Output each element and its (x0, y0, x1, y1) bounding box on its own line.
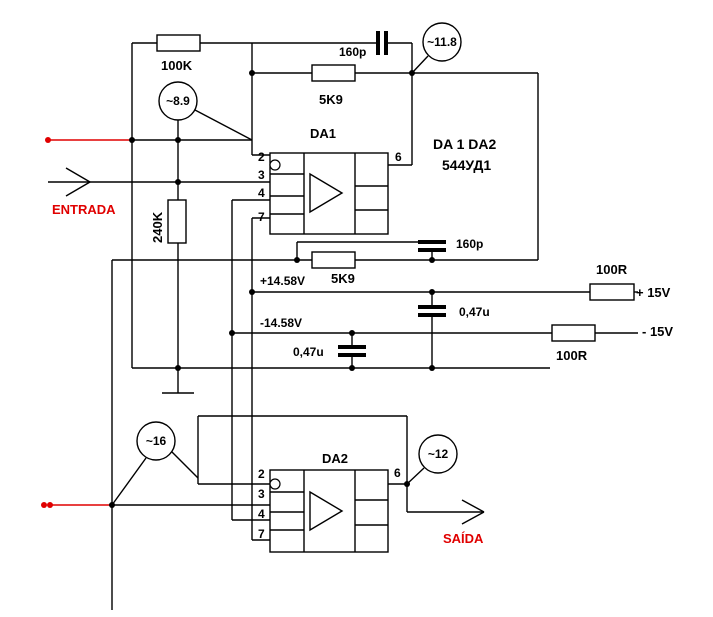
resistor-5k9-top-label: 5K9 (319, 92, 343, 107)
capacitor-160p-lower-label: 160p (456, 237, 483, 251)
junction-dot (349, 330, 355, 336)
ic-heading: DA 1 DA2 (433, 136, 496, 152)
output-arrow (406, 484, 485, 525)
resistor-100k-label: 100K (161, 58, 193, 73)
junction-dot (129, 137, 135, 143)
neg-supply-label: - 15V (642, 324, 673, 339)
probe-da2-input (111, 421, 199, 506)
junction-dot (429, 289, 435, 295)
pos-supply-label: + 15V (636, 285, 671, 300)
capacitor-160p-top-label: 160p (339, 45, 366, 59)
probe-da2-output-value: ~12 (428, 447, 449, 461)
junction-dot (294, 257, 300, 263)
capacitor-160p-top (376, 31, 388, 55)
resistor-100r-pos-label: 100R (596, 262, 628, 277)
resistor-240k (167, 199, 187, 244)
junction-dot (429, 257, 435, 263)
probe-da1-output (411, 22, 462, 74)
junction-dot (249, 289, 255, 295)
da1-label: DA1 (310, 126, 336, 141)
resistor-100r-pos (589, 283, 635, 301)
output-label: SAÍDA (443, 531, 484, 546)
neg-rail-label: -14.58V (260, 316, 302, 330)
resistor-240k-label: 240K (150, 211, 165, 243)
junction-dot (229, 330, 235, 336)
da2-pin-3: 3 (258, 487, 265, 501)
capacitor-neg-decoupling (338, 345, 366, 357)
resistor-100r-neg (551, 324, 596, 342)
da2-pin-2: 2 (258, 467, 265, 481)
da2-pin-7: 7 (258, 527, 265, 541)
resistor-100r-neg-label: 100R (556, 348, 588, 363)
junction-dot (175, 365, 181, 371)
input-arrow (48, 167, 270, 197)
probe-da1-output-value: ~11.8 (427, 35, 457, 49)
da2-pin-4: 4 (258, 507, 265, 521)
probe-da1-input-value: ~8.9 (166, 94, 190, 108)
ic-part-number: 544УД1 (442, 157, 491, 173)
capacitor-pos-decoupling (418, 305, 446, 317)
probe-da2-output (406, 434, 458, 485)
input-label: ENTRADA (52, 202, 116, 217)
da2-label: DA2 (322, 451, 348, 466)
top-feedback-wires (131, 42, 539, 368)
da1-pin-2: 2 (258, 150, 265, 164)
da1-pin-7: 7 (258, 210, 265, 224)
opamp-da1 (269, 152, 389, 235)
resistor-5k9-top (311, 64, 356, 82)
capacitor-160p-lower (418, 240, 446, 252)
resistor-5k9-lower (311, 251, 356, 269)
pos-rail-label: +14.58V (260, 274, 305, 288)
da1-pin-3: 3 (258, 168, 265, 182)
opamp-da2 (269, 469, 389, 553)
capacitor-neg-decoupling-label: 0,47u (293, 345, 324, 359)
junction-dot (249, 70, 255, 76)
capacitor-pos-decoupling-label: 0,47u (459, 305, 490, 319)
resistor-5k9-lower-label: 5K9 (331, 271, 355, 286)
resistor-100k (156, 34, 201, 52)
probe-da2-input-value: ~16 (146, 434, 167, 448)
da2-pin-6: 6 (394, 466, 401, 480)
input-red-wire (45, 137, 132, 143)
da1-pin-4: 4 (258, 186, 265, 200)
probe-da1-input (158, 81, 253, 141)
da2-input-red-wire (41, 502, 112, 508)
da1-pin-6: 6 (395, 150, 402, 164)
